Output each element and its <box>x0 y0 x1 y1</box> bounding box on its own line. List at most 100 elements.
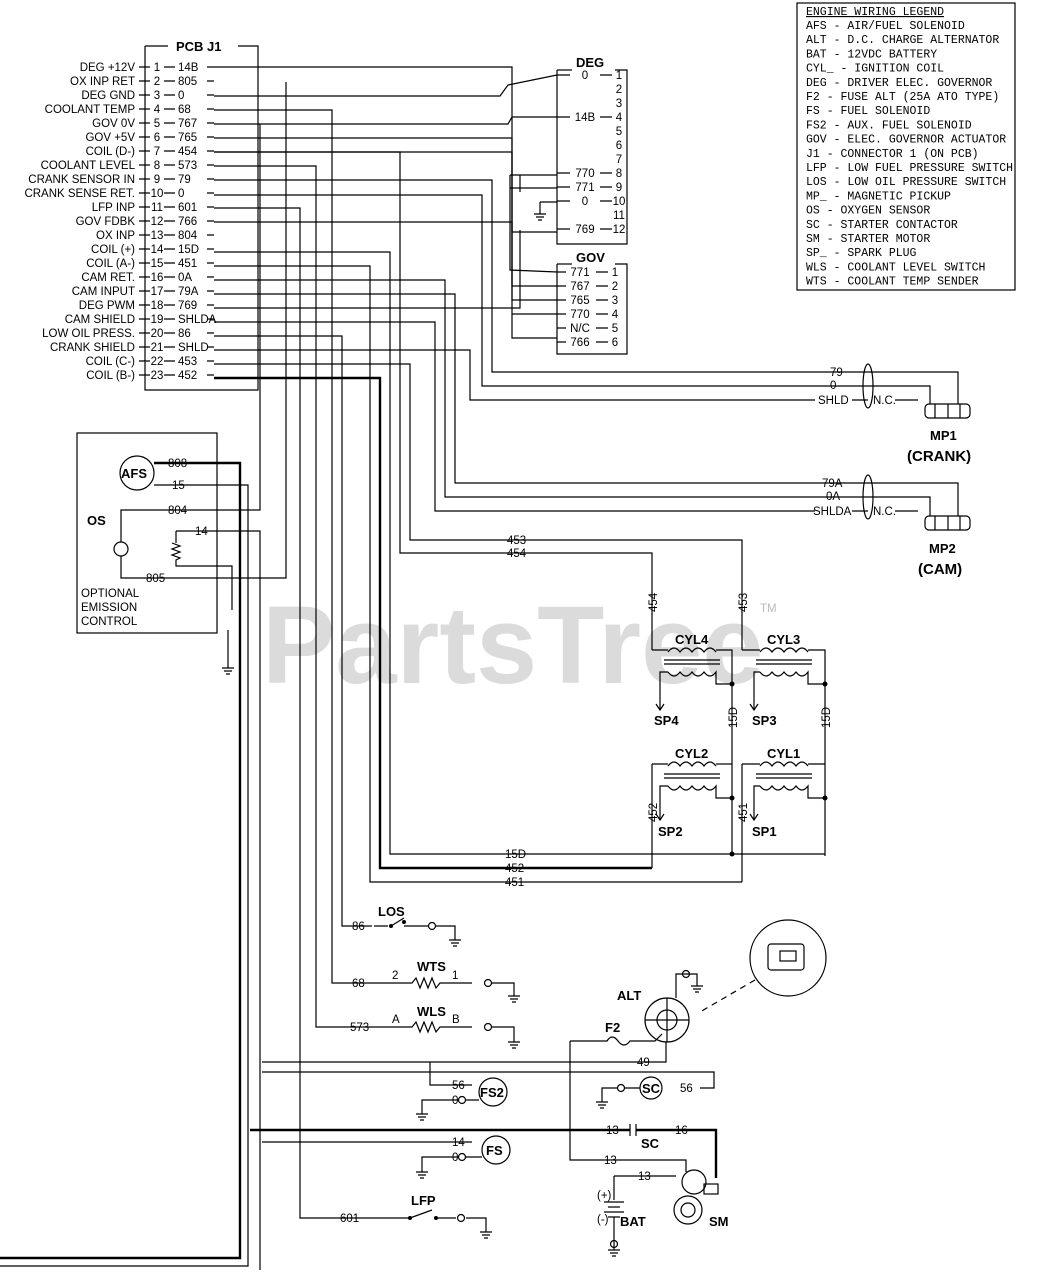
deg-pin-number: 1 <box>616 70 622 82</box>
legend-item: SM - STARTER MOTOR <box>806 233 930 246</box>
pcb-pin-number: 12 <box>151 216 164 228</box>
pcb-pin-wire: 451 <box>178 258 197 270</box>
pcb-pin-wire: 452 <box>178 370 197 382</box>
mp1-nc: N.C. <box>873 395 896 407</box>
sp1-label: SP1 <box>752 824 777 839</box>
deg-pin-wire: 770 <box>575 168 594 180</box>
wts-pin1: 1 <box>452 970 458 982</box>
wls-pinA: A <box>392 1014 400 1026</box>
mp2-wire-0a: 0A <box>826 491 840 503</box>
legend-item: F2 - FUSE ALT (25A ATO TYPE) <box>806 91 999 104</box>
pcb-pin-number: 2 <box>154 76 160 88</box>
gov-pin-number: 4 <box>612 309 619 321</box>
mp1-subtitle: (CRANK) <box>907 448 971 465</box>
pcb-pin-label: LOW OIL PRESS. <box>42 328 135 340</box>
emission-14: 14 <box>195 526 208 538</box>
pcb-pin-number: 21 <box>151 342 164 354</box>
wire-454-label: 454 <box>507 548 527 560</box>
deg-pin-wire: 771 <box>575 182 594 194</box>
pcb-pin-number: 5 <box>154 118 160 130</box>
wire-453-vert: 453 <box>738 593 750 612</box>
bat-label: BAT <box>620 1214 646 1229</box>
wts-pin2: 2 <box>392 970 398 982</box>
emission-caption-1: OPTIONAL <box>81 588 140 600</box>
sc-wire-16: 16 <box>675 1125 688 1137</box>
cyl4-label: CYL4 <box>675 632 709 647</box>
gov-pin-number: 2 <box>612 281 618 293</box>
legend-item: J1 - CONNECTOR 1 (ON PCB) <box>806 148 979 161</box>
los-label: LOS <box>378 904 405 919</box>
optional-emission-control: AFS OS 808 15 804 14 805 OPTIONAL EMISSI… <box>0 82 287 1270</box>
watermark-tm: TM <box>760 603 777 615</box>
mp1-title: MP1 <box>930 428 957 443</box>
deg-pin-number: 8 <box>616 168 622 180</box>
pcb-pin-wire: 0 <box>178 188 184 200</box>
fs2-wire-0: 0 <box>452 1095 458 1107</box>
pcb-pin-wire: 765 <box>178 132 197 144</box>
legend-item: FS2 - AUX. FUEL SOLENOID <box>806 119 972 132</box>
pcb-pin-number: 10 <box>151 188 164 200</box>
gov-pin-wire: 771 <box>570 267 589 279</box>
pcb-pin-label: COOLANT TEMP <box>45 104 136 116</box>
legend-item: SP_ - SPARK PLUG <box>806 247 917 260</box>
pcb-pin-wire: 0A <box>178 272 192 284</box>
deg-pin-wire: 0 <box>582 196 588 208</box>
legend-item: AFS - AIR/FUEL SOLENOID <box>806 20 965 33</box>
deg-pin-number: 4 <box>616 112 623 124</box>
deg-pin-number: 3 <box>616 98 622 110</box>
pcb-pin-label: COIL (B-) <box>86 370 135 382</box>
ignition-coils: 453 454 454 453 CYL4 SP4 CYL3 SP3 15D 15… <box>214 151 833 889</box>
pcb-pin-label: CAM SHIELD <box>65 314 135 326</box>
pcb-pin-number: 16 <box>151 272 164 284</box>
sc-wire-13: 13 <box>606 1125 619 1137</box>
bat-wire-13-upper: 13 <box>604 1155 617 1167</box>
gov-pin-wire: 767 <box>570 281 589 293</box>
pcb-pin-wire: 79A <box>178 286 199 298</box>
pcb-pin-number: 3 <box>154 90 160 102</box>
bat-plus: (+) <box>597 1190 612 1202</box>
pcb-pin-wire: 805 <box>178 76 197 88</box>
legend-item: MP_ - MAGNETIC PICKUP <box>806 190 951 203</box>
pcb-pin-number: 18 <box>151 300 164 312</box>
pcb-pin-number: 22 <box>151 356 164 368</box>
pcb-pin-number: 11 <box>151 202 163 214</box>
mp2-subtitle: (CAM) <box>918 561 962 578</box>
pcb-pin-label: GOV FDBK <box>76 216 136 228</box>
power-start-circuit: ALT F2 49 56 SC 56 FS2 0 13 16 SC 14 <box>214 207 827 1257</box>
mp1-wire-0: 0 <box>830 380 836 392</box>
watermark: PartsTree <box>262 584 763 707</box>
pcb-to-deg-gov-wiring <box>214 66 558 339</box>
mp1-wire-shld: SHLD <box>818 395 849 407</box>
wire-453-label: 453 <box>507 535 526 547</box>
pcb-pin-wire: 15D <box>178 244 199 256</box>
pcb-pin-label: OX INP <box>96 230 135 242</box>
pcb-pin-wire: 573 <box>178 160 197 172</box>
fs-wire-0: 0 <box>452 1152 458 1164</box>
cyl2-label: CYL2 <box>675 746 708 761</box>
sp4-label: SP4 <box>654 713 679 728</box>
pcb-pin-wire: 14B <box>178 62 199 74</box>
pcb-pin-number: 17 <box>151 286 164 298</box>
os-label: OS <box>87 513 106 528</box>
pcb-pin-label: CRANK SHIELD <box>50 342 135 354</box>
mp1-wire-79: 79 <box>830 367 843 379</box>
gov-pin-wire: 766 <box>570 337 589 349</box>
pcb-pin-number: 7 <box>154 146 160 158</box>
f2-label: F2 <box>605 1020 620 1035</box>
pcb-pin-label: COIL (D-) <box>86 146 136 158</box>
emission-caption-3: CONTROL <box>81 616 138 628</box>
sc-label: SC <box>641 1136 660 1151</box>
pcb-pin-number: 13 <box>151 230 164 242</box>
legend-item: WTS - COOLANT TEMP SENDER <box>806 276 979 289</box>
bus-451-label: 451 <box>505 877 524 889</box>
sc-coil-label: SC <box>642 1081 661 1096</box>
bus-452-label: 452 <box>505 863 524 875</box>
pcb-pin-wire: 766 <box>178 216 197 228</box>
legend-item: BAT - 12VDC BATTERY <box>806 48 937 61</box>
lfp-wire-601: 601 <box>340 1213 359 1225</box>
gov-pin-number: 5 <box>612 323 618 335</box>
sc-wire-56: 56 <box>680 1083 693 1095</box>
deg-pin-number: 11 <box>613 210 625 222</box>
mp2-cam-wiring: 79A 0A SHLDA N.C. MP2 (CAM) <box>214 279 971 578</box>
